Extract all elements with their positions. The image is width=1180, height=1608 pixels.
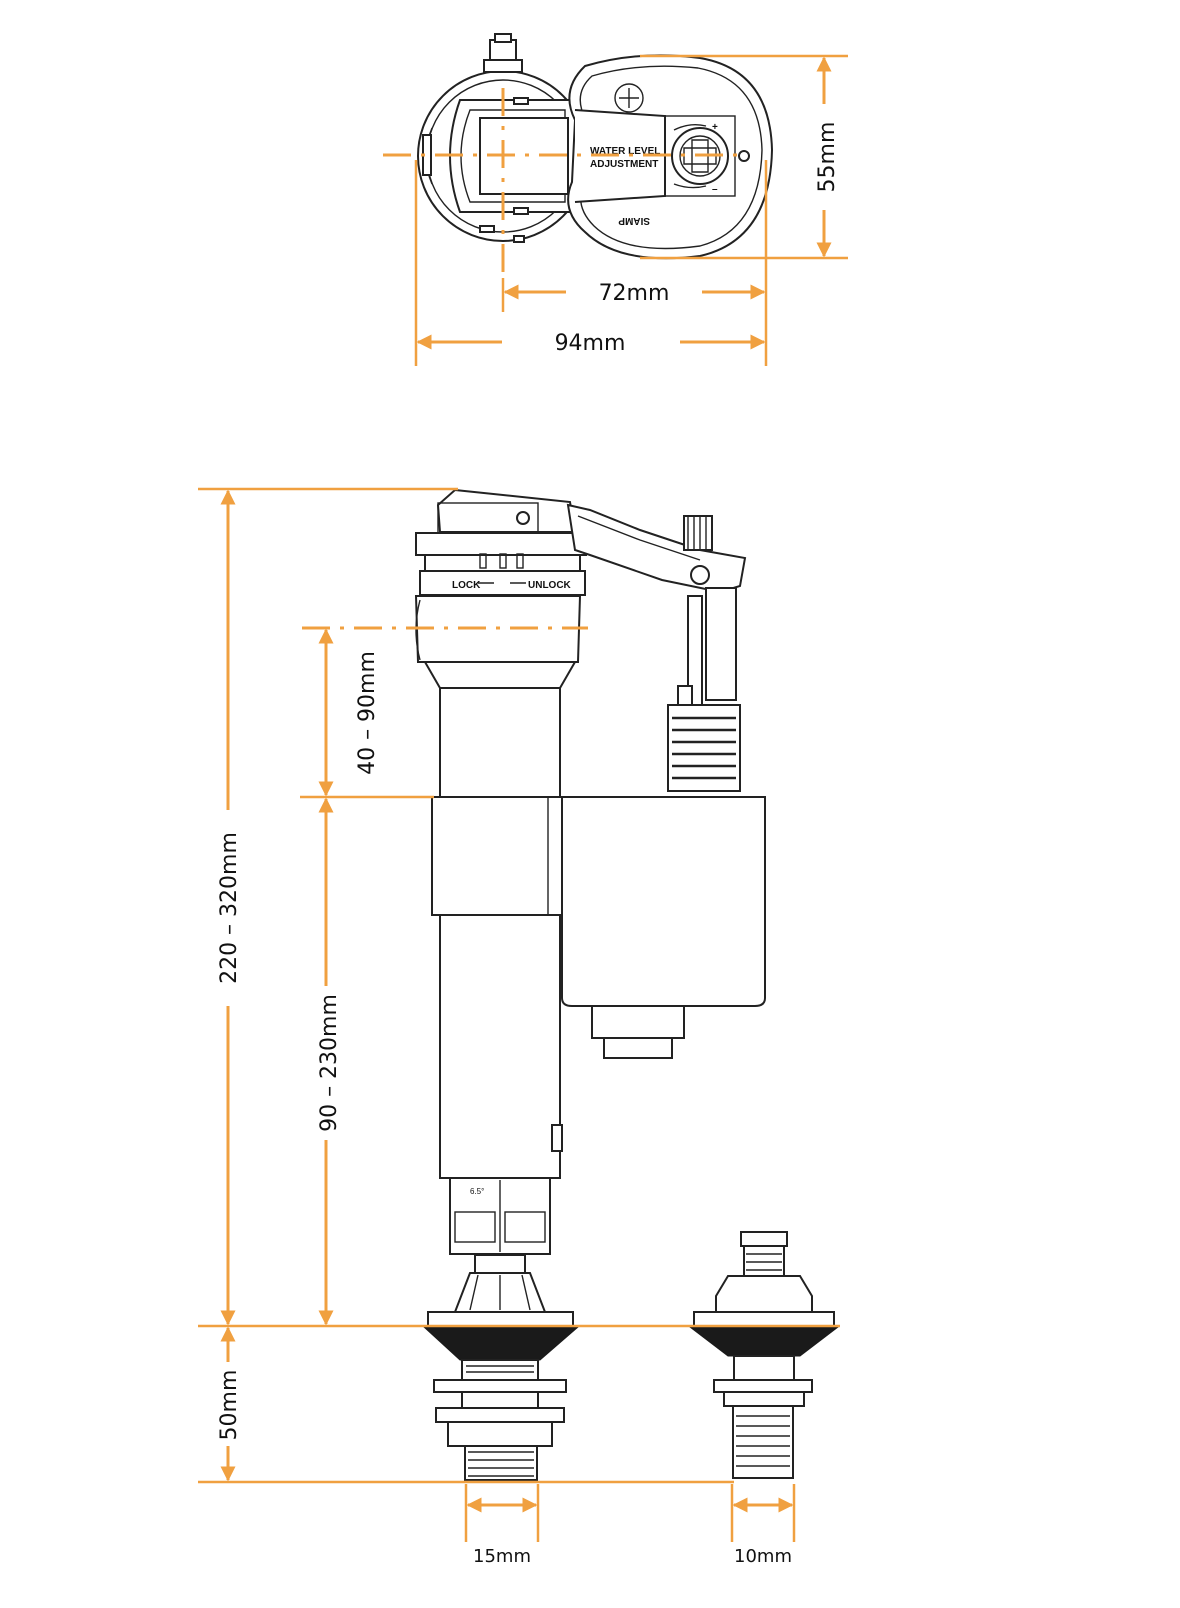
dim-72-label: 72mm [599, 281, 670, 306]
dim-upper-label: 40 – 90mm [355, 651, 380, 775]
brand-label: SIAMP [618, 215, 650, 226]
dim-thread-label: 50mm [217, 1370, 242, 1441]
top-view: WATER LEVEL ADJUSTMENT SIAMP + – 55mm 72… [383, 33, 848, 366]
dim-55-label: 55mm [815, 122, 840, 193]
adjustment-label: ADJUSTMENT [590, 159, 658, 170]
outlet-connector-10mm [688, 1231, 840, 1479]
angle-label: 6.5° [470, 1187, 484, 1196]
lock-label: LOCK [452, 580, 481, 591]
inlet-mechanism: 6.5° [427, 1177, 574, 1327]
main-tube [431, 687, 568, 1179]
inlet-connector-15mm [422, 1326, 580, 1481]
plus-label: + [712, 122, 718, 133]
float-arm [566, 503, 747, 707]
valve-head: LOCK UNLOCK [414, 488, 587, 689]
top-float-cup [567, 54, 774, 260]
minus-label: – [712, 184, 718, 195]
side-view: LOCK UNLOCK [198, 487, 840, 1567]
dim-total-label: 220 – 320mm [217, 832, 242, 984]
adjust-spring [667, 704, 741, 792]
unlock-label: UNLOCK [528, 580, 572, 591]
water-level-label: WATER LEVEL [590, 146, 660, 157]
dim-10-label: 10mm [734, 1546, 792, 1567]
dim-94-label: 94mm [555, 331, 626, 356]
dim-15-label: 15mm [473, 1546, 531, 1567]
float-body [561, 796, 766, 1059]
dim-lower-label: 90 – 230mm [317, 994, 342, 1132]
